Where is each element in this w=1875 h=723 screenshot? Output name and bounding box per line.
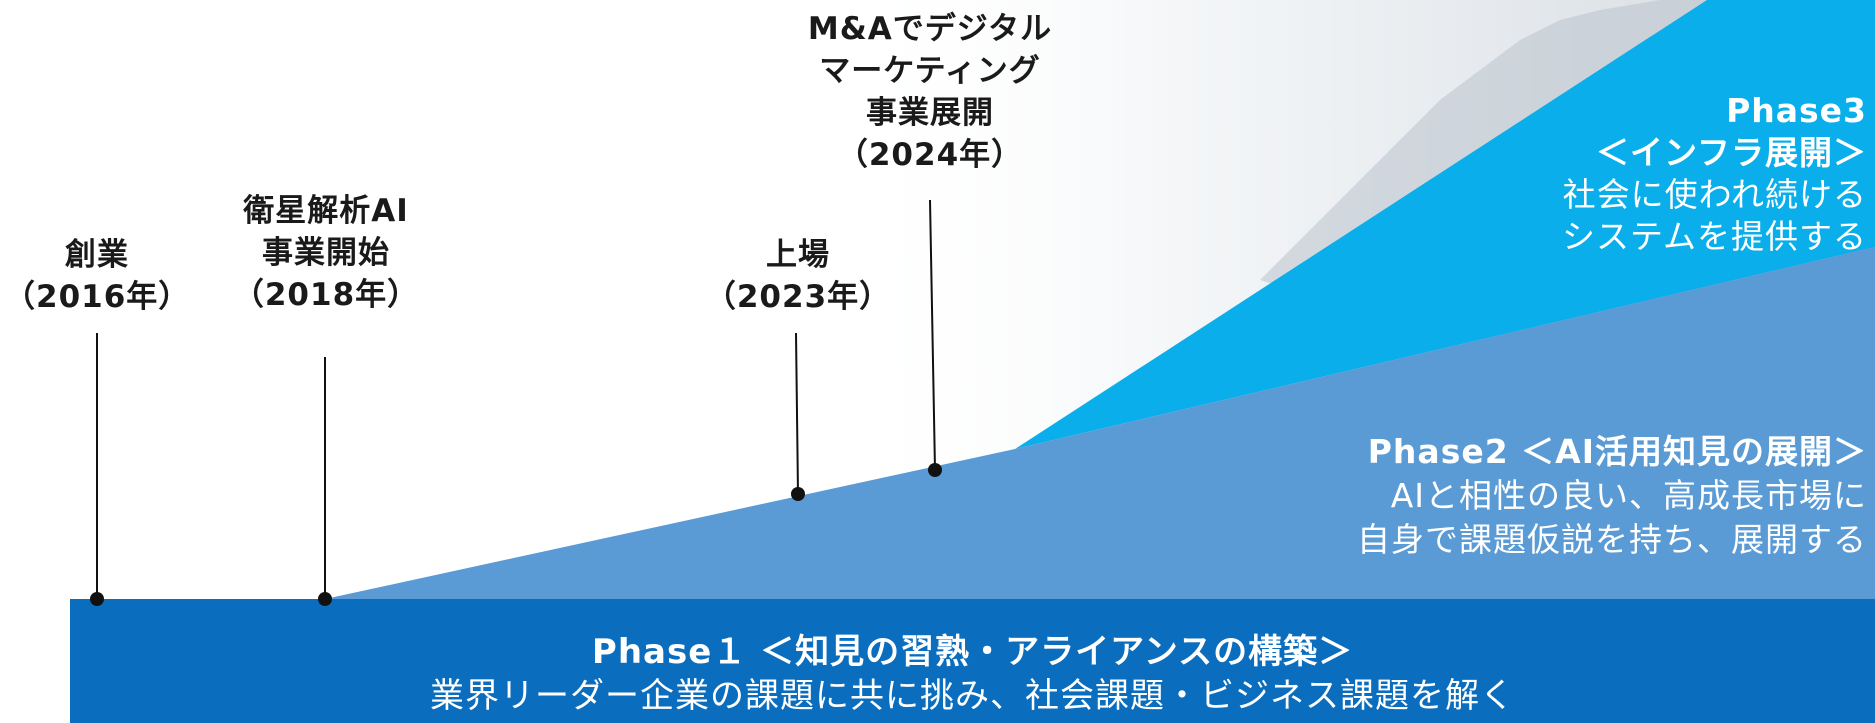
milestone-2024-year: （2024年）: [836, 137, 1024, 173]
phase1-text: Phase１ ＜知見の習熟・アライアンスの構築＞ 業界リーダー企業の課題に共に挑…: [70, 630, 1875, 718]
milestone-2018-event-line1: 衛星解析AI: [243, 193, 409, 229]
phase3-description-line2: システムを提供する: [1561, 217, 1867, 256]
milestone-2016-year: （2016年）: [4, 279, 191, 315]
milestone-2024-event-line1: M&Aでデジタル: [807, 11, 1053, 47]
phase2-description-line2: 自身で課題仮説を持ち、展開する: [1357, 520, 1867, 559]
milestone-label-2016: 創業 （2016年）: [4, 234, 190, 318]
phase3-title: Phase3: [1726, 91, 1867, 130]
phase2-text: Phase2 ＜AI活用知見の展開＞ AIと相性の良い、高成長市場に 自身で課題…: [1357, 430, 1867, 562]
milestone-label-2023: 上場 （2023年）: [703, 234, 893, 318]
milestone-2024-event-line3: 事業展開: [866, 95, 994, 131]
phase1-description: 業界リーダー企業の課題に共に挑み、社会課題・ビジネス課題を解く: [430, 676, 1515, 716]
phase3-subtitle: ＜インフラ展開＞: [1595, 133, 1867, 172]
phase3-text: Phase3 ＜インフラ展開＞ 社会に使われ続ける システムを提供する: [1562, 90, 1867, 258]
milestone-dot-2016: [90, 592, 104, 606]
milestone-label-2018: 衛星解析AI 事業開始 （2018年）: [226, 190, 426, 316]
phase3-description-line1: 社会に使われ続ける: [1562, 175, 1867, 214]
milestone-2023-event: 上場: [766, 237, 830, 273]
phase1-title: Phase１ ＜知見の習熟・アライアンスの構築＞: [591, 632, 1354, 672]
milestone-line-2024: [929, 199, 936, 471]
phase2-description-line1: AIと相性の良い、高成長市場に: [1390, 476, 1867, 515]
milestone-2018-year: （2018年）: [232, 277, 420, 313]
milestone-dot-2023: [791, 487, 805, 501]
milestone-2024-event-line2: マーケティング: [819, 53, 1041, 89]
phase2-area: [325, 247, 1875, 599]
milestone-dot-2018: [318, 592, 332, 606]
milestone-2016-event: 創業: [65, 237, 129, 273]
phase3-area: [1015, 0, 1875, 449]
phase2-title: Phase2 ＜AI活用知見の展開＞: [1367, 432, 1867, 471]
milestone-2018-event-line2: 事業開始: [262, 235, 390, 271]
phase1-band: [70, 599, 1875, 723]
milestone-line-2023: [795, 332, 799, 495]
milestone-2023-year: （2023年）: [704, 279, 892, 315]
milestone-label-2024: M&Aでデジタル マーケティング 事業展開 （2024年）: [780, 8, 1080, 176]
milestone-dot-2024: [928, 463, 942, 477]
